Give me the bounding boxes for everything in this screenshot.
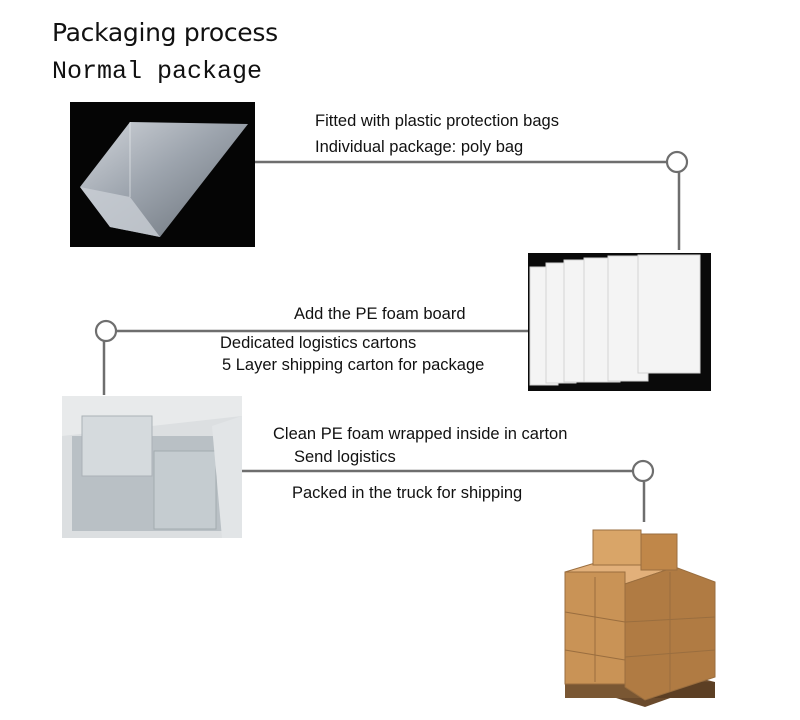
step-3-line-3: Packed in the truck for shipping	[292, 484, 523, 502]
step-3-line-1: Clean PE foam wrapped inside in carton	[273, 425, 568, 443]
step-node-circle	[94, 319, 118, 343]
poly-bag-photo	[70, 102, 255, 247]
carton-with-foam-photo	[62, 396, 242, 538]
step-3-line-2: Send logistics	[294, 448, 396, 466]
step-node-circle	[631, 459, 655, 483]
step-2-line-3: 5 Layer shipping carton for package	[222, 356, 485, 374]
step-2-line-2: Dedicated logistics cartons	[220, 334, 417, 352]
pe-foam-board-photo	[528, 253, 711, 391]
step-node-circle	[665, 150, 689, 174]
step-1-line-1: Fitted with plastic protection bags	[315, 112, 559, 130]
step-2-line-1: Add the PE foam board	[294, 305, 466, 323]
step-1-line-2: Individual package: poly bag	[315, 138, 524, 156]
page-subtitle: Normal package	[52, 57, 263, 86]
page-title: Packaging process	[52, 18, 278, 47]
pallet-of-boxes-photo	[555, 522, 725, 718]
